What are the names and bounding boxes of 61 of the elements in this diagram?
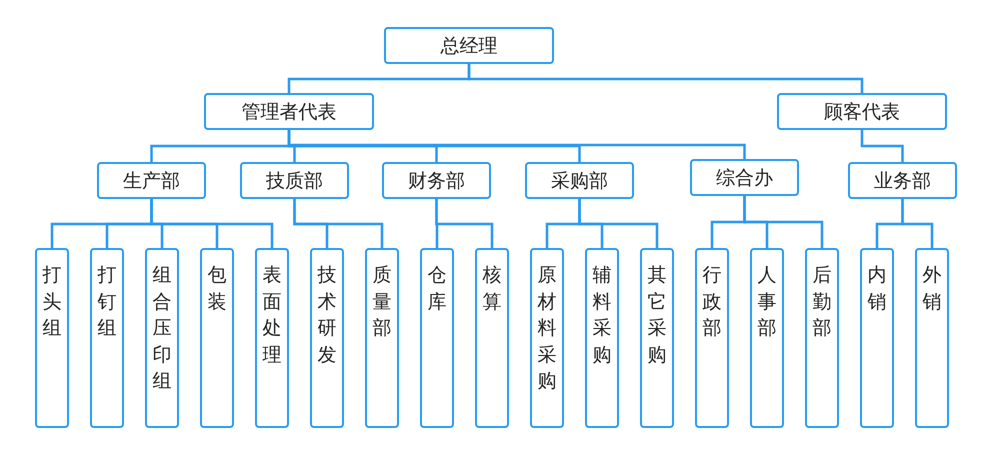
node-label: 组合压印组 <box>152 263 172 394</box>
department-card <box>585 248 619 428</box>
connector-line <box>578 199 658 248</box>
connector-line <box>901 199 934 248</box>
node-label: 财务部 <box>408 168 465 194</box>
node-label: 内销 <box>868 263 886 315</box>
node-label: 仓库 <box>428 263 446 315</box>
department-card <box>90 248 124 428</box>
department-box <box>204 93 374 130</box>
node-label: 原材料采购 <box>538 263 556 394</box>
node-label: 打钉组 <box>98 263 116 342</box>
node-label: 行政部 <box>702 263 722 342</box>
department-card <box>530 248 564 428</box>
department-box <box>848 162 957 199</box>
node-label: 技质部 <box>266 168 323 194</box>
node-label: 综合办 <box>716 166 773 190</box>
department-card <box>200 248 234 428</box>
node-label: 质量部 <box>372 263 392 342</box>
department-box <box>240 162 349 199</box>
department-card <box>695 248 729 428</box>
department-box <box>777 93 947 130</box>
node-label: 顾客代表 <box>824 100 900 124</box>
node-label: 打头组 <box>42 263 62 342</box>
department-box <box>384 27 554 64</box>
department-card <box>640 248 674 428</box>
connector-line <box>435 199 494 248</box>
node-label: 核算 <box>482 263 502 315</box>
department-box <box>382 162 491 199</box>
department-box <box>690 159 799 196</box>
department-card <box>915 248 949 428</box>
node-label: 包装 <box>208 263 226 315</box>
node-label: 业务部 <box>874 168 931 194</box>
connector-line <box>860 130 904 162</box>
connector-line <box>468 64 864 93</box>
node-label: 采购部 <box>551 168 608 194</box>
department-box <box>97 162 206 199</box>
department-card <box>420 248 454 428</box>
node-label: 辅料采购 <box>592 263 612 368</box>
department-card <box>255 248 289 428</box>
node-label: 管理者代表 <box>242 100 336 124</box>
department-card <box>310 248 344 428</box>
department-card <box>750 248 784 428</box>
node-label: 后勤部 <box>812 263 832 342</box>
department-card <box>365 248 399 428</box>
connector-line <box>293 199 384 248</box>
connector-line <box>743 196 824 248</box>
node-label: 技术研发 <box>318 263 336 368</box>
connector-line <box>150 199 274 248</box>
node-label: 其它采购 <box>648 263 666 368</box>
department-card <box>145 248 179 428</box>
node-label: 外销 <box>922 263 942 315</box>
department-card <box>805 248 839 428</box>
department-box <box>525 162 634 199</box>
node-label: 总经理 <box>440 34 498 58</box>
department-card <box>475 248 509 428</box>
node-label: 表面处理 <box>262 263 282 368</box>
node-label: 生产部 <box>123 168 180 194</box>
connector-line <box>288 130 746 159</box>
node-label: 人事部 <box>758 263 776 342</box>
department-card <box>860 248 894 428</box>
department-card <box>35 248 69 428</box>
